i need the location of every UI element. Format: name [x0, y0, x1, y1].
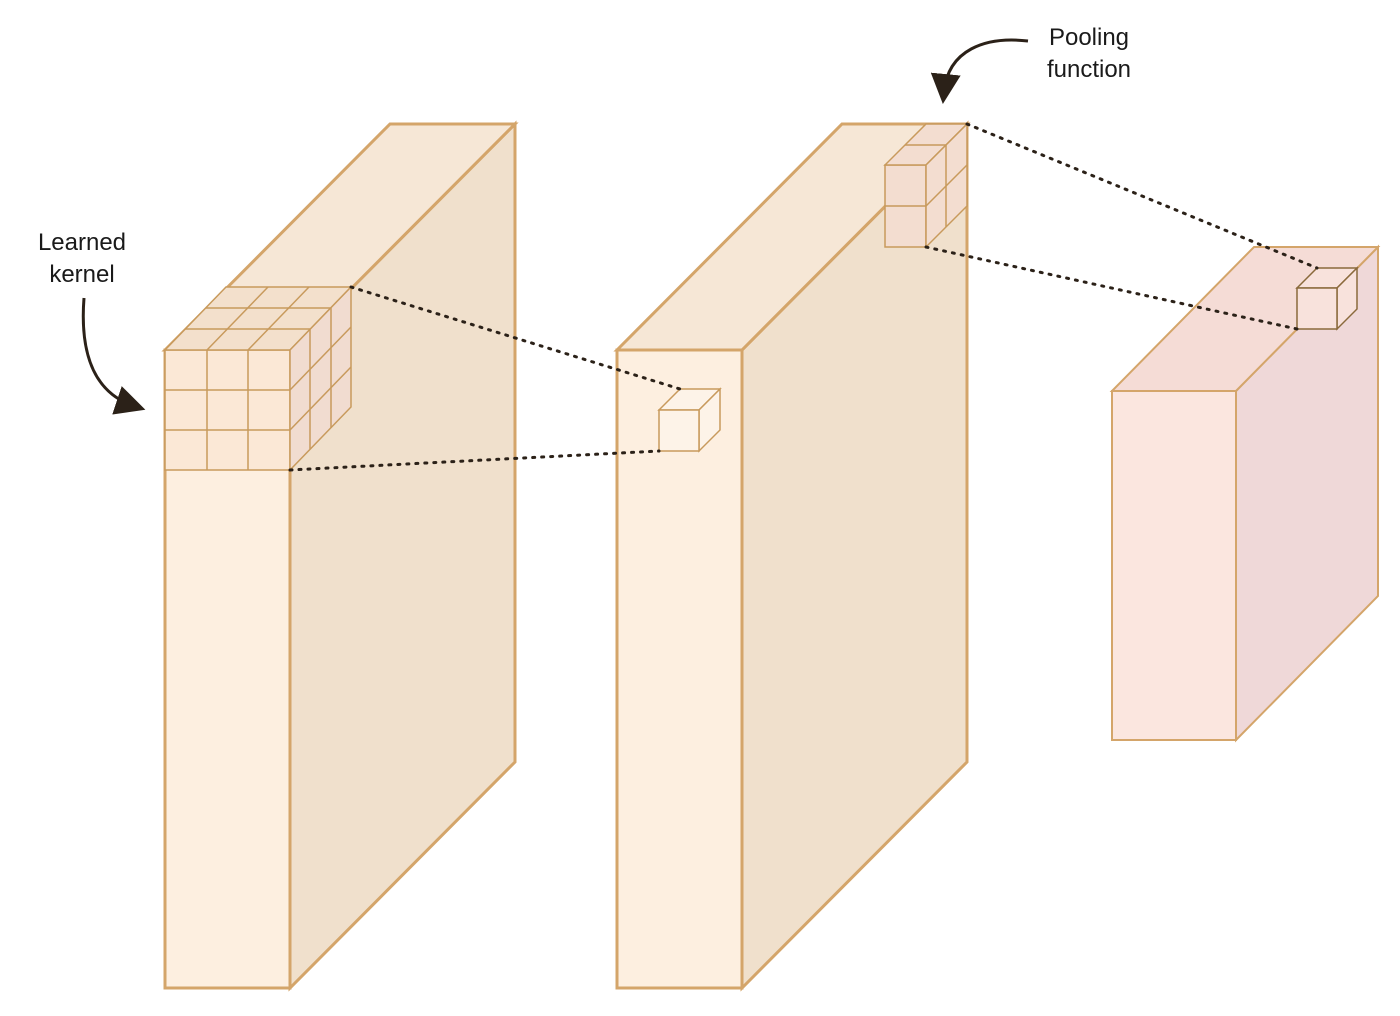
pooled-volume: [1109, 244, 1381, 743]
kernel-label-line1: Learned: [38, 229, 126, 256]
pooling-arrow: [930, 38, 1029, 104]
pool-projection-top: [965, 122, 1319, 270]
kernel-annotation: Learned kernel: [38, 229, 146, 415]
pooling-annotation: Pooling function: [930, 24, 1131, 104]
kernel-arrow: [81, 297, 146, 415]
projection-lines: [288, 122, 1319, 472]
learned-kernel: [163, 285, 353, 472]
input-volume: [161, 120, 519, 992]
pool-projection-bottom: [924, 245, 1299, 331]
feature-map-front: [615, 348, 744, 990]
kernel-projection-bottom: [288, 449, 661, 472]
feature-map-volume: [613, 120, 971, 992]
kernel-projection-top: [349, 285, 682, 391]
pooling-window: [883, 122, 969, 249]
pooling-label-line2: function: [1047, 56, 1131, 83]
pooled-volume-front: [1111, 390, 1237, 741]
pooling-label-line1: Pooling: [1049, 24, 1129, 51]
kernel-label-line2: kernel: [49, 261, 114, 288]
pooled-output-cell: [1295, 266, 1359, 331]
conv-output-cell: [657, 387, 722, 453]
